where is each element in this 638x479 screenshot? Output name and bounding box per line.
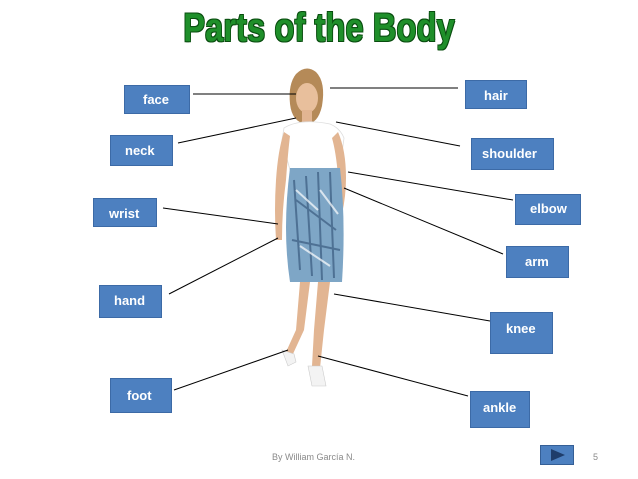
neck-line <box>177 117 297 144</box>
label-shoulder: shoulder <box>471 138 554 170</box>
hand-line <box>168 237 279 295</box>
wrist-line <box>162 207 279 225</box>
label-hair: hair <box>465 80 527 109</box>
footer-author: By William García N. <box>272 452 356 462</box>
label-knee: knee <box>490 312 553 354</box>
right-leg-shape <box>312 282 330 368</box>
arm-line <box>343 187 504 255</box>
next-slide-button[interactable] <box>540 445 574 465</box>
label-arm: arm <box>506 246 569 278</box>
ankle-line <box>317 355 469 397</box>
knee-line <box>333 293 491 322</box>
page-title: Parts of the Body <box>183 6 455 50</box>
shoulder-line <box>335 121 461 147</box>
neck-shape <box>302 110 312 122</box>
page-number: 5 <box>593 452 599 462</box>
face-shape <box>296 83 318 113</box>
label-foot: foot <box>110 378 172 413</box>
label-hand: hand <box>99 285 162 318</box>
label-neck: neck <box>110 135 173 166</box>
foot-line <box>173 349 289 391</box>
skirt-shape <box>286 168 344 282</box>
label-ankle: ankle <box>470 391 530 428</box>
next-arrow-icon <box>551 449 565 461</box>
elbow-line <box>347 171 514 201</box>
label-elbow: elbow <box>515 194 581 225</box>
left-arm-shape <box>275 132 290 240</box>
label-wrist: wrist <box>93 198 157 227</box>
label-face: face <box>124 85 190 114</box>
left-leg-shape <box>286 282 310 356</box>
top-shape <box>281 121 345 171</box>
